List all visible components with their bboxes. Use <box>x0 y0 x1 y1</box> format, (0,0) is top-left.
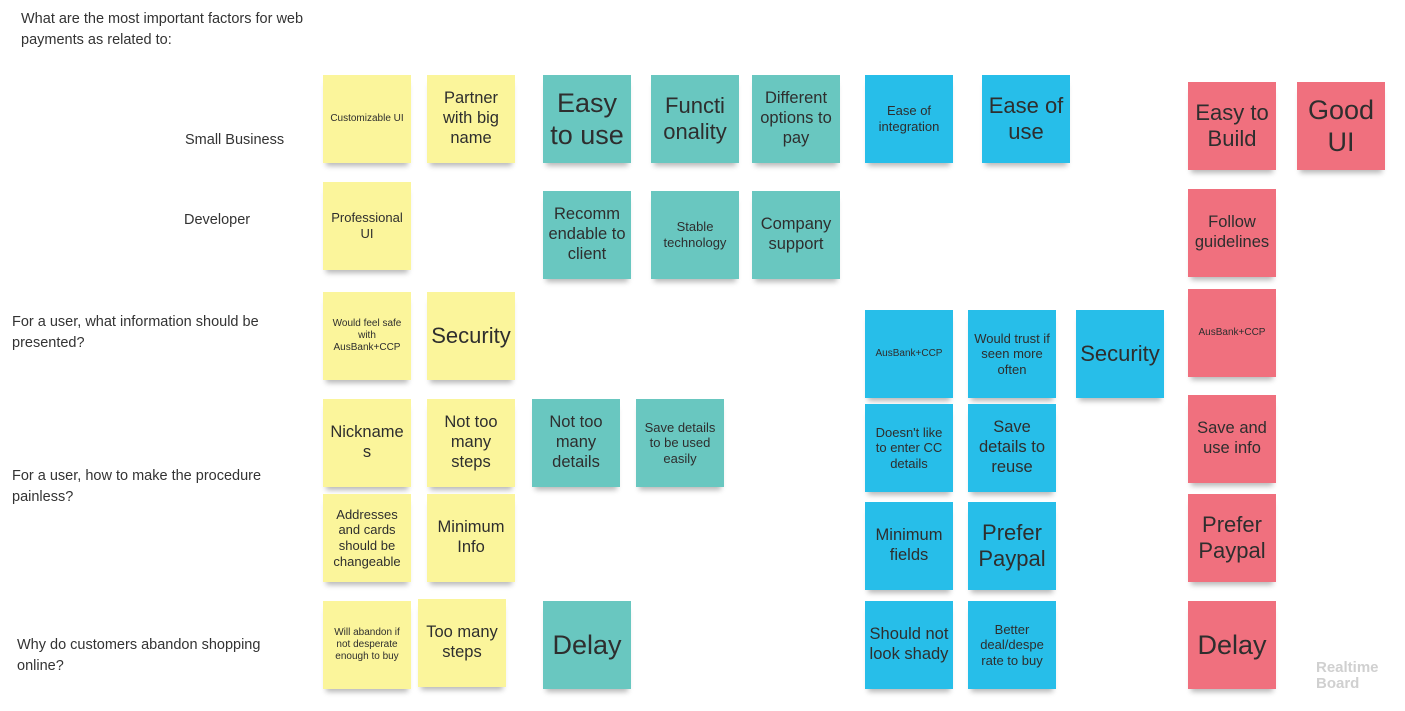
sticky-note-text: Minimum fields <box>875 526 943 564</box>
sticky-note-not-many-steps[interactable]: Not too many steps <box>427 399 515 487</box>
sticky-note-text: Minimum Info <box>437 518 505 556</box>
sticky-note-text: Security <box>431 322 511 348</box>
sticky-note-better-deal[interactable]: Better deal/despe rate to buy <box>968 601 1056 689</box>
sticky-note-save-reuse[interactable]: Save details to reuse <box>968 404 1056 492</box>
sticky-note-easy-to-build[interactable]: Easy to Build <box>1188 82 1276 170</box>
sticky-note-text: Easy to use <box>550 87 624 150</box>
sticky-note-text: Save details to reuse <box>978 418 1046 476</box>
sticky-note-addresses-changeable[interactable]: Addresses and cards should be changeable <box>323 494 411 582</box>
sticky-note-text: Professional UI <box>331 210 403 241</box>
sticky-note-will-abandon[interactable]: Will abandon if not desperate enough to … <box>323 601 411 689</box>
sticky-note-save-use-info[interactable]: Save and use info <box>1188 395 1276 483</box>
sticky-note-functionality[interactable]: Functi onality <box>651 75 739 163</box>
sticky-note-text: Partner with big name <box>443 89 499 147</box>
sticky-note-text: Different options to pay <box>760 89 832 147</box>
sticky-note-text: Would trust if seen more often <box>974 330 1050 377</box>
sticky-note-text: Prefer Paypal <box>1198 511 1266 563</box>
sticky-note-text: Stable technology <box>663 219 727 250</box>
sticky-note-text: Ease of use <box>988 92 1064 144</box>
sticky-note-text: Better deal/despe rate to buy <box>980 621 1044 668</box>
sticky-note-text: Functi onality <box>663 92 727 144</box>
sticky-note-not-many-details[interactable]: Not too many details <box>532 399 620 487</box>
sticky-note-text: Would feel safe with AusBank+CCP <box>332 318 402 353</box>
sticky-note-professional-ui[interactable]: Professional UI <box>323 182 411 270</box>
sticky-note-text: AusBank+CCP <box>875 348 943 359</box>
sticky-note-ausbank-pink[interactable]: AusBank+CCP <box>1188 289 1276 377</box>
row-label-small-business: Small Business <box>185 132 285 148</box>
sticky-note-security-blue[interactable]: Security <box>1076 310 1164 398</box>
sticky-note-text: Save details to be used easily <box>644 419 716 466</box>
sticky-note-text: Not too many steps <box>444 413 498 471</box>
sticky-note-text: Security <box>1080 340 1160 366</box>
sticky-note-text: Delay <box>1197 629 1267 660</box>
sticky-note-would-trust[interactable]: Would trust if seen more often <box>968 310 1056 398</box>
sticky-note-partner-big-name[interactable]: Partner with big name <box>427 75 515 163</box>
sticky-note-good-ui[interactable]: Good UI <box>1297 82 1385 170</box>
sticky-note-delay-teal[interactable]: Delay <box>543 601 631 689</box>
sticky-note-text: Addresses and cards should be changeable <box>333 506 401 569</box>
sticky-note-nicknames[interactable]: Nicknames <box>323 399 411 487</box>
sticky-note-text: Will abandon if not desperate enough to … <box>334 627 400 662</box>
realtimeboard-logo: Realtime Board <box>1316 659 1379 692</box>
sticky-note-text: Should not look shady <box>869 625 949 663</box>
sticky-note-text: Not too many details <box>549 413 603 471</box>
sticky-note-ease-of-use[interactable]: Ease of use <box>982 75 1070 163</box>
sticky-note-text: Ease of integration <box>878 103 940 134</box>
board-question: What are the most important factors for … <box>21 11 304 48</box>
row-label-abandon: Why do customers abandon shopping online… <box>17 637 261 674</box>
sticky-note-feel-safe[interactable]: Would feel safe with AusBank+CCP <box>323 292 411 380</box>
sticky-note-text: Delay <box>552 629 622 660</box>
sticky-note-follow-guidelines[interactable]: Follow guidelines <box>1188 189 1276 277</box>
sticky-note-different-options[interactable]: Different options to pay <box>752 75 840 163</box>
sticky-note-customizable-ui[interactable]: Customizable UI <box>323 75 411 163</box>
sticky-note-text: Too many steps <box>426 623 498 661</box>
sticky-note-text: Easy to Build <box>1195 99 1269 151</box>
sticky-note-ease-of-integration[interactable]: Ease of integration <box>865 75 953 163</box>
sticky-note-save-details-used[interactable]: Save details to be used easily <box>636 399 724 487</box>
row-label-user-painless: For a user, how to make the procedure pa… <box>12 468 262 505</box>
sticky-note-easy-to-use[interactable]: Easy to use <box>543 75 631 163</box>
sticky-note-text: Customizable UI <box>330 113 404 124</box>
sticky-note-text: Follow guidelines <box>1194 213 1270 251</box>
sticky-note-ausbank-blue[interactable]: AusBank+CCP <box>865 310 953 398</box>
sticky-note-no-enter-cc[interactable]: Doesn't like to enter CC details <box>865 404 953 492</box>
sticky-note-security-yellow[interactable]: Security <box>427 292 515 380</box>
sticky-note-not-shady[interactable]: Should not look shady <box>865 601 953 689</box>
sticky-note-stable-technology[interactable]: Stable technology <box>651 191 739 279</box>
sticky-note-text: AusBank+CCP <box>1198 327 1266 338</box>
sticky-note-too-many-steps[interactable]: Too many steps <box>418 599 506 687</box>
sticky-note-delay-pink[interactable]: Delay <box>1188 601 1276 689</box>
sticky-note-text: Company support <box>760 215 832 253</box>
sticky-note-text: Save and use info <box>1197 419 1267 457</box>
sticky-note-text: Nicknames <box>330 423 404 461</box>
sticky-note-prefer-paypal-pink[interactable]: Prefer Paypal <box>1188 494 1276 582</box>
sticky-note-text: Prefer Paypal <box>978 519 1046 571</box>
sticky-note-text: Doesn't like to enter CC details <box>875 424 943 471</box>
sticky-note-prefer-paypal-blue[interactable]: Prefer Paypal <box>968 502 1056 590</box>
row-label-developer: Developer <box>184 212 251 228</box>
sticky-note-minimum-info[interactable]: Minimum Info <box>427 494 515 582</box>
sticky-note-minimum-fields[interactable]: Minimum fields <box>865 502 953 590</box>
sticky-note-text: Good UI <box>1307 94 1375 157</box>
sticky-note-text: Recomm endable to client <box>548 205 626 263</box>
row-label-user-info: For a user, what information should be p… <box>12 314 259 351</box>
sticky-note-recommendable[interactable]: Recomm endable to client <box>543 191 631 279</box>
sticky-note-company-support[interactable]: Company support <box>752 191 840 279</box>
